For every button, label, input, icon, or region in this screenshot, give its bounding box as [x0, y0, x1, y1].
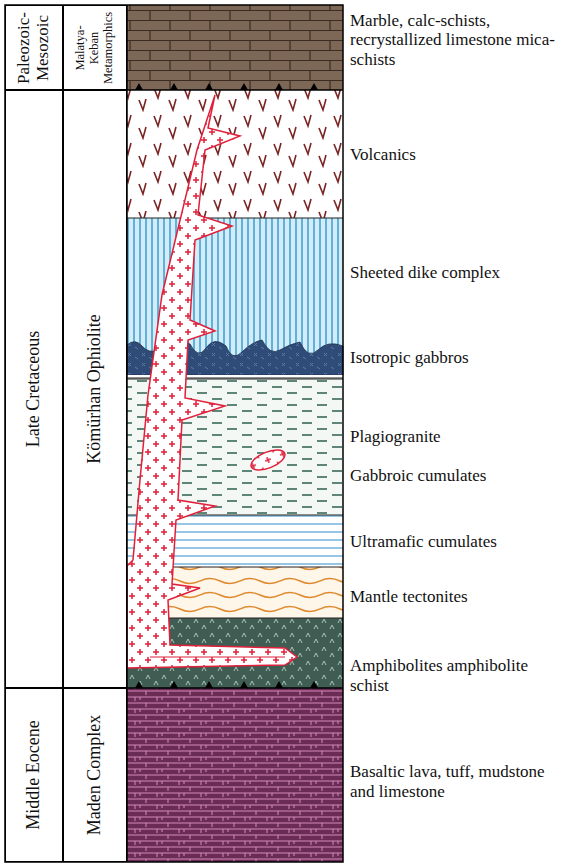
lithology-label: Ultramafic cumulates: [350, 532, 562, 552]
unit-cell: Malatya-Keban Metamorphics: [63, 5, 127, 90]
unit-cell: Late Cretaceous: [5, 90, 63, 688]
lithology-label: Plagiogranite: [350, 427, 562, 447]
lithology-label: Mantle tectonites: [350, 587, 562, 607]
lithology-label: Marble, calc-schists, recrystallized lim…: [350, 11, 562, 70]
unit-name: Paleozoic-Mesozoic: [15, 9, 52, 86]
unit-name: Maden Complex: [85, 692, 105, 858]
unit-name: Middle Eocene: [24, 692, 44, 858]
unit-name: Malatya-Keban Metamorphics: [74, 9, 115, 86]
unit-name: Kömürhan Ophiolite: [85, 94, 105, 684]
lithology-label: Gabbroic cumulates: [350, 466, 562, 486]
unit-name: Late Cretaceous: [24, 94, 44, 684]
lithology-label: Isotropic gabbros: [350, 348, 562, 368]
unit-cell: Middle Eocene: [5, 688, 63, 862]
lithology-label: Basaltic lava, tuff, mudstone and limest…: [350, 762, 562, 801]
unit-cell: Kömürhan Ophiolite: [63, 90, 127, 688]
lithology-label: Sheeted dike complex: [350, 263, 562, 283]
unit-cell: Maden Complex: [63, 688, 127, 862]
unit-cell: Paleozoic-Mesozoic: [5, 5, 63, 90]
lithology-label: Amphibolites amphibolite schist: [350, 656, 562, 695]
lithology-label: Volcanics: [350, 145, 562, 165]
